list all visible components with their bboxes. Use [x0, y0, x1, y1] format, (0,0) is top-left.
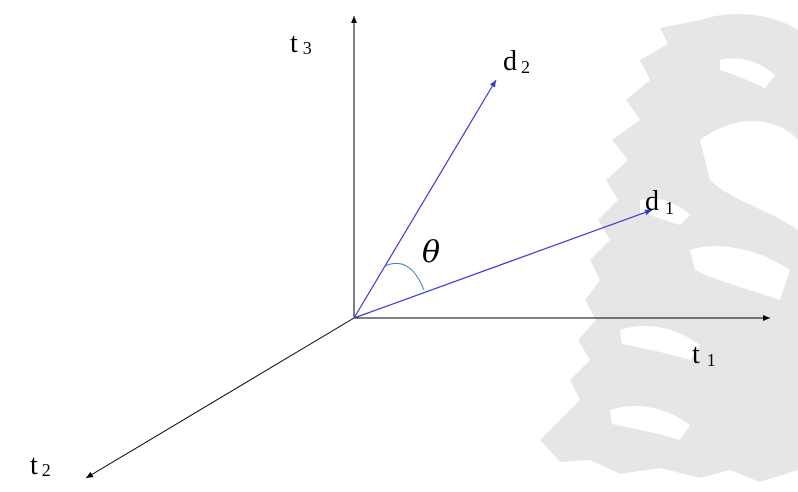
vector-d1-line [353, 209, 653, 319]
vector-d2-line [353, 79, 497, 319]
axis-t2-line [85, 317, 355, 479]
cedar-tree-watermark [540, 14, 798, 483]
angle-theta-label: θ [422, 235, 440, 270]
angle-arc [384, 262, 425, 291]
